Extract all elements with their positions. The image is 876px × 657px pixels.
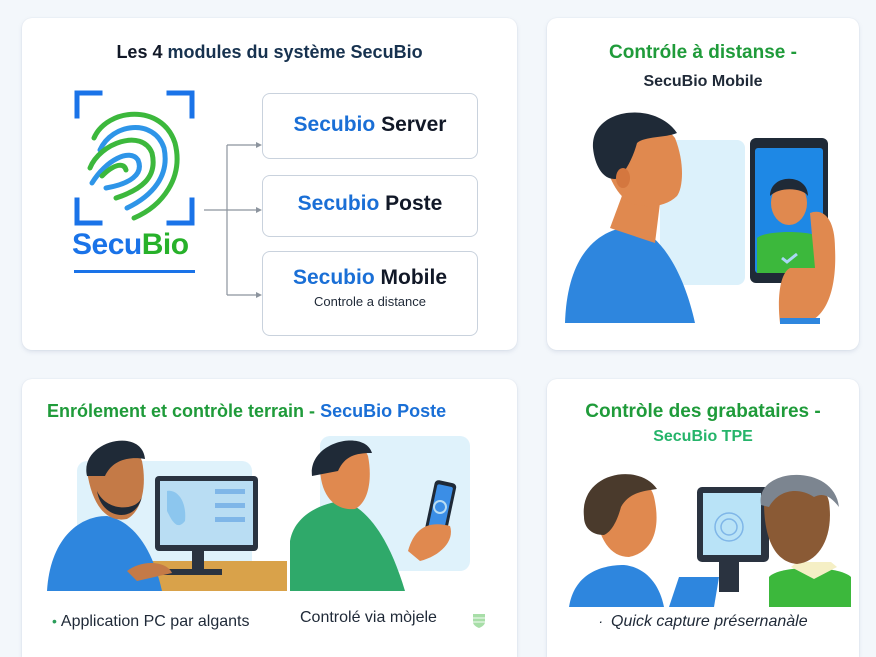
remote-control-panel: Contróle à distanse - SecuBio Mobile bbox=[547, 18, 859, 350]
fingerprint-scan-icon bbox=[74, 90, 195, 226]
phone-control-illustration bbox=[290, 436, 470, 591]
terminal-capture-illustration bbox=[569, 474, 851, 607]
bedridden-control-title: Contròle des grabataires - bbox=[585, 401, 821, 422]
overview-panel: Les 4 modules du système SecuBio SecuBio… bbox=[22, 18, 517, 350]
overview-title: Les 4 modules du système SecuBio bbox=[116, 42, 423, 62]
logo-underline bbox=[74, 270, 195, 273]
field-enrollment-title: Enrólement et contròle terrain - SecuBio… bbox=[47, 401, 447, 421]
module-poste-card[interactable]: Secubio Poste bbox=[262, 175, 478, 237]
shield-icon bbox=[473, 614, 485, 628]
remote-control-title: Contróle à distanse - bbox=[609, 42, 797, 63]
caption-pc-application: •Application PC par algants bbox=[52, 613, 250, 630]
module-server-card[interactable]: Secubio Server bbox=[262, 93, 478, 159]
caption-mobile-control: Controlé via mòjele bbox=[300, 609, 437, 626]
bedridden-control-panel: Contròle des grabataires - SecuBio TPE ·… bbox=[547, 379, 859, 657]
face-scan-illustration bbox=[565, 112, 836, 324]
module-mobile-subtitle: Controle a distance bbox=[313, 294, 426, 309]
field-enrollment-panel: Enrólement et contròle terrain - SecuBio… bbox=[22, 379, 517, 657]
bedridden-control-subtitle: SecuBio TPE bbox=[653, 428, 753, 445]
secubio-logo-text: SecuBio bbox=[72, 228, 189, 261]
caption-quick-capture: ·Quick capture présernanàle bbox=[598, 613, 808, 630]
pc-enrollment-illustration bbox=[47, 440, 287, 591]
remote-control-subtitle: SecuBio Mobile bbox=[643, 73, 763, 90]
module-mobile-card[interactable]: Secubio Mobile Controle a distance bbox=[262, 251, 478, 336]
module-connector-arrows bbox=[204, 142, 262, 298]
